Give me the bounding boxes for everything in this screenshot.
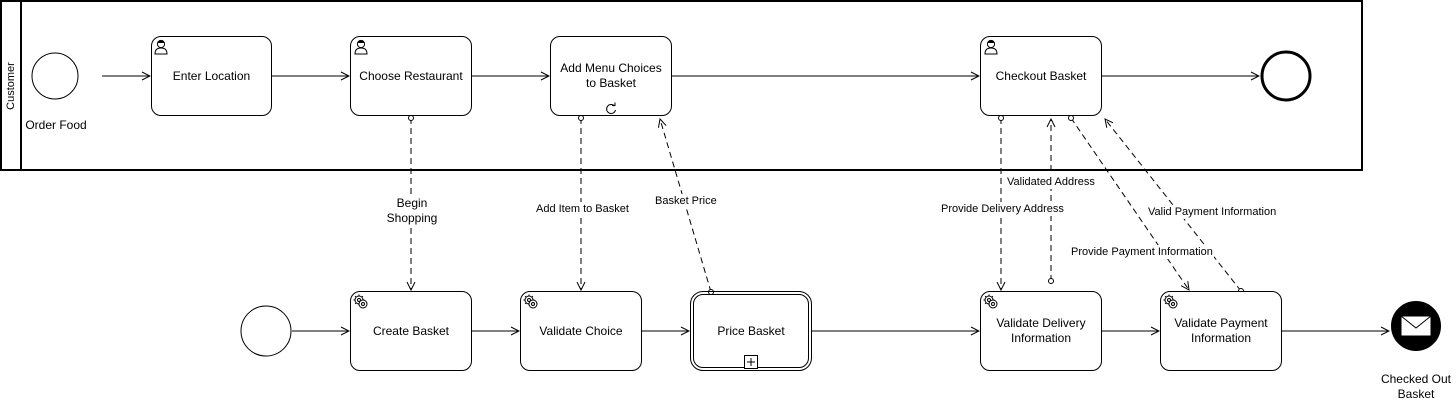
lane-label: Customer: [4, 61, 17, 110]
task-choose-restaurant[interactable]: Choose Restaurant: [350, 36, 472, 116]
start-event: [31, 52, 79, 100]
gear-icon: [353, 294, 368, 309]
task-label: Checkout Basket: [995, 68, 1087, 83]
gear-icon: [983, 294, 998, 309]
task-label: Validate Choice: [539, 323, 623, 338]
task-add-menu-choices[interactable]: Add Menu Choices to Basket: [550, 36, 672, 116]
user-icon: [354, 39, 368, 55]
end-event-label: Checked Out Basket: [1380, 372, 1452, 401]
plus-icon: [744, 355, 758, 369]
lane-title: Customer: [1, 1, 20, 170]
msg-label-validated-address: Validated Address: [1006, 175, 1096, 189]
task-label: Choose Restaurant: [359, 68, 463, 83]
msg-provide-payment: [1070, 117, 1189, 290]
customer-pool: [0, 0, 1363, 171]
task-label: Price Basket: [717, 323, 785, 338]
msg-label-begin-shopping: Begin Shopping: [380, 196, 444, 226]
task-checkout-basket[interactable]: Checkout Basket: [980, 36, 1102, 116]
user-icon: [154, 39, 168, 55]
gear-icon: [1163, 294, 1178, 309]
task-label: Enter Location: [172, 68, 251, 83]
loop-icon: [606, 102, 616, 114]
task-enter-location[interactable]: Enter Location: [151, 36, 272, 116]
end-event: [1260, 50, 1312, 102]
msg-label-add-item: Add Item to Basket: [535, 202, 630, 216]
start-event-2: [240, 305, 292, 357]
start-event-label: Order Food: [25, 118, 87, 132]
msg-label-basket-price: Basket Price: [654, 194, 718, 208]
task-label: Validate Payment Information: [1174, 316, 1268, 345]
task-validate-choice[interactable]: Validate Choice: [520, 291, 642, 371]
msg-label-valid-payment: Valid Payment Information: [1147, 205, 1278, 219]
msg-label-provide-delivery: Provide Delivery Address: [940, 202, 1065, 216]
task-label: Validate Delivery Information: [996, 316, 1086, 345]
gear-icon: [523, 294, 538, 309]
task-create-basket[interactable]: Create Basket: [350, 291, 472, 371]
user-icon: [984, 39, 998, 55]
task-label: Create Basket: [372, 323, 450, 338]
task-validate-payment[interactable]: Validate Payment Information: [1160, 291, 1282, 371]
task-validate-delivery[interactable]: Validate Delivery Information: [980, 291, 1102, 371]
msg-label-provide-payment: Provide Payment Information: [1070, 245, 1214, 259]
msg-valid-payment: [1105, 119, 1242, 292]
envelope-icon: [1400, 315, 1432, 337]
task-label: Add Menu Choices to Basket: [560, 61, 662, 90]
